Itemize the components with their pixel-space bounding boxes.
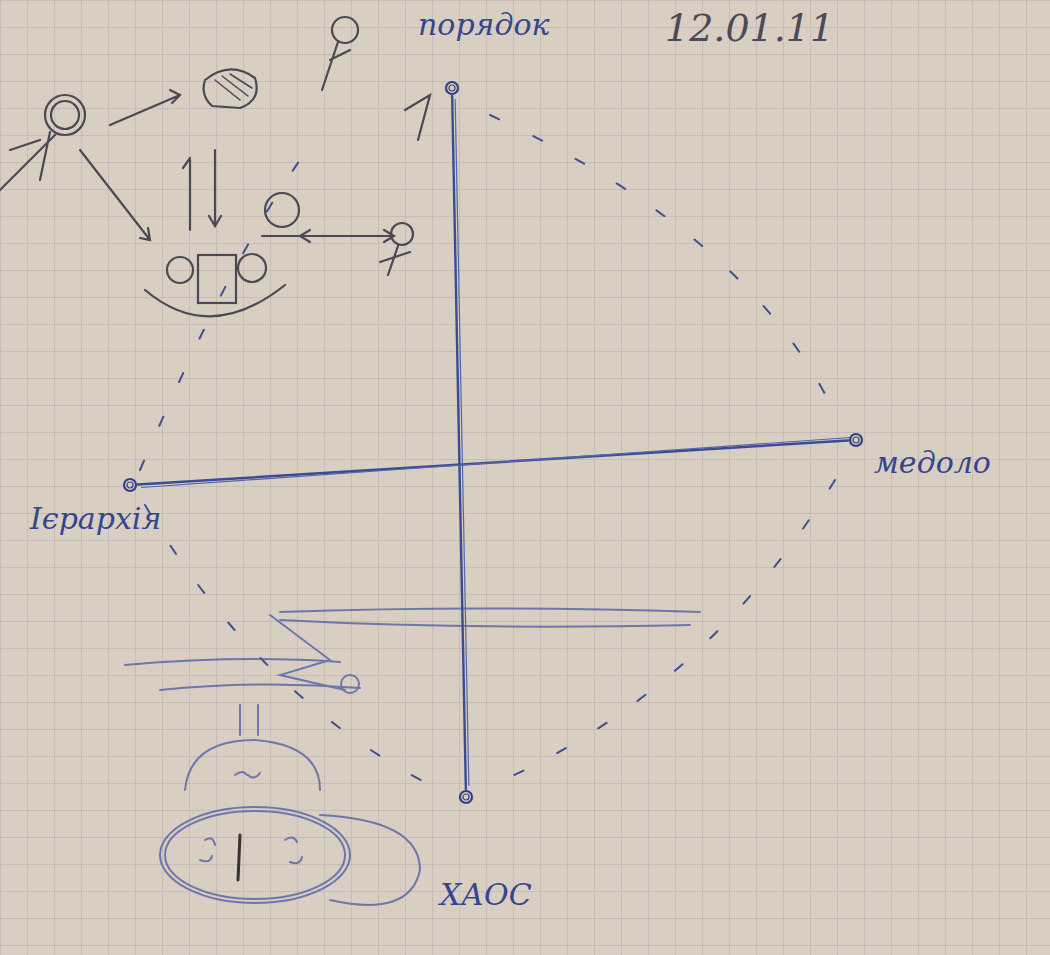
axis-label: порядок — [418, 8, 549, 43]
dotted-arcs — [140, 115, 840, 790]
axis-end-point: медоло — [848, 432, 864, 448]
end-circle — [848, 432, 864, 448]
axis-label: Ієрархія — [30, 502, 161, 537]
axis-label: ХАОС — [440, 878, 532, 913]
axis-end-point: ХАОС — [458, 789, 474, 805]
axis-end-point: Ієрархія — [122, 477, 138, 493]
date-note: 12.01.11 — [665, 8, 834, 50]
axis-line-second-stroke — [141, 437, 851, 487]
end-circle — [122, 477, 138, 493]
axis-end-point: порядок — [444, 80, 460, 96]
bottom-left-sketch — [125, 609, 700, 905]
end-circle — [444, 80, 460, 96]
axis-line-second-stroke — [455, 99, 469, 786]
top-left-sketch — [0, 17, 430, 316]
end-circle — [458, 789, 474, 805]
axis-label: медоло — [874, 446, 991, 481]
axis-line — [452, 96, 466, 789]
